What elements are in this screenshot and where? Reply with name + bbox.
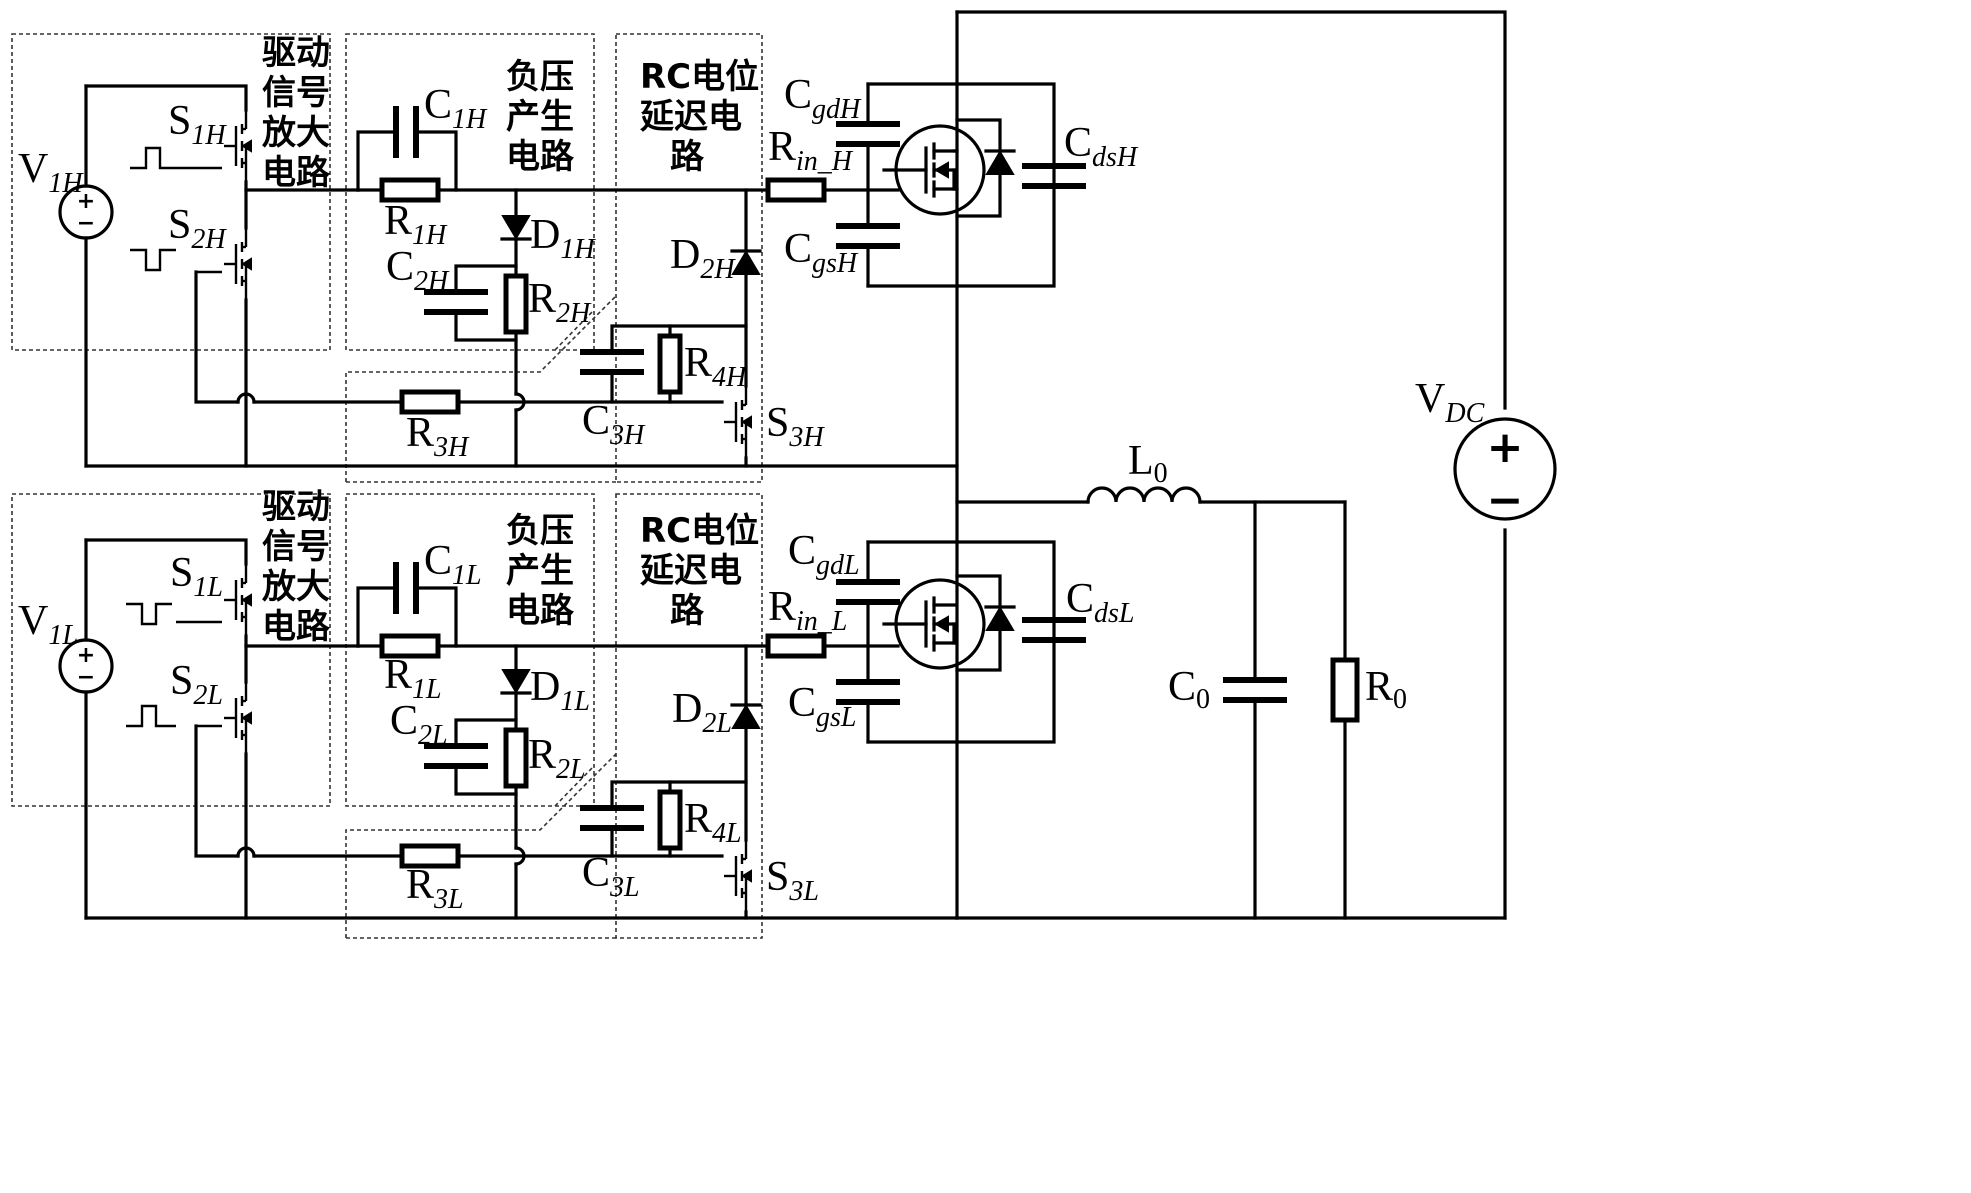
rin-h-label: Rin_H (768, 124, 854, 177)
c0-label: C0 (1168, 664, 1210, 715)
r0-label: R0 (1365, 664, 1407, 715)
main-mosfet-low (882, 578, 986, 670)
c2h-label: C2H (386, 244, 450, 297)
driver-amp-title-1: 驱动 (262, 33, 330, 73)
d2l-label: D2L (672, 686, 732, 739)
r3l-label: R3L (406, 862, 464, 915)
inductor-l0 (1086, 486, 1202, 504)
main-mosfet-high (882, 124, 986, 216)
r2h-label: R2H (528, 276, 592, 329)
rc-delay-title-2: 延迟电 (640, 97, 742, 137)
s3h-label: S3H (766, 400, 825, 453)
s1l-label: S1L (170, 550, 223, 603)
cgsl-label: CgsL (788, 680, 856, 733)
c3l-label: C3L (582, 850, 640, 903)
vdc-label: VDC (1415, 376, 1485, 429)
neg-voltage-title-2: 产生 (506, 97, 574, 137)
rc-delay-box (615, 33, 763, 483)
l0-label: L0 (1128, 438, 1168, 489)
rc-delay-title-3: 路 (670, 137, 705, 177)
driver-amp-box (11, 33, 331, 351)
c2l-label: C2L (390, 698, 448, 751)
d2h-label: D2H (670, 232, 736, 285)
svg-text:−: − (1487, 475, 1524, 526)
v1l-label: V1L (18, 598, 78, 651)
s2h-label: S2H (168, 202, 227, 255)
driver-amp-title-low-3: 放大 (262, 567, 330, 607)
c3h-label: C3H (582, 398, 646, 451)
dc-bus: + − VDC L0 C0 R0 (955, 10, 1557, 920)
driver-amp-title-low-1: 驱动 (262, 487, 330, 527)
vdc-source: + − (1453, 417, 1557, 526)
s1h-label: S1H (168, 98, 227, 151)
neg-voltage-box (345, 33, 595, 351)
s2l-label: S2L (170, 658, 223, 711)
rc-delay-title-low-1: RC电位 (640, 511, 759, 551)
rin-l-label: Rin_L (768, 584, 847, 637)
driver-amp-title-3: 放大 (262, 113, 330, 153)
d1l-label: D1L (530, 664, 590, 717)
c1l-label: C1L (424, 538, 482, 591)
resistor-r0 (1330, 657, 1360, 723)
d1h-label: D1H (530, 212, 596, 265)
neg-voltage-title-low-3: 电路 (506, 591, 575, 631)
r2l-label: R2L (528, 732, 586, 785)
driver-amp-title-low-2: 信号 (262, 527, 330, 567)
driver-amp-title-2: 信号 (262, 73, 330, 113)
cdsl-label: CdsL (1066, 576, 1134, 629)
c1h-label: C1H (424, 82, 488, 135)
neg-voltage-title-low-2: 产生 (506, 551, 574, 591)
neg-voltage-title-low-1: 负压 (506, 511, 574, 551)
neg-voltage-title-1: 负压 (506, 57, 574, 97)
svg-text:+: + (1487, 422, 1524, 473)
neg-voltage-title-3: 电路 (506, 137, 575, 177)
rc-delay-box-low (615, 493, 763, 939)
driver-amp-title-low-4: 电路 (262, 607, 331, 647)
high-side-channel: 驱动 信号 放大 电路 负压 产生 电路 RC电位 延迟电 路 V1H S1H (11, 33, 1139, 483)
cgdh-label: CgdH (784, 72, 862, 125)
driver-amp-title-4: 电路 (262, 153, 331, 193)
v1h-label: V1H (18, 146, 84, 199)
cgsh-label: CgsH (784, 226, 859, 279)
r1l-label: R1L (384, 652, 442, 705)
rc-delay-title-low-2: 延迟电 (640, 551, 742, 591)
low-side-channel: 驱动 信号 放大 电路 负压 产生 电路 RC电位 延迟电 路 V1L S1L … (11, 487, 1134, 939)
rc-delay-title-1: RC电位 (640, 57, 759, 97)
r3h-label: R3H (406, 410, 470, 463)
cgdl-label: CgdL (788, 528, 860, 581)
r4h-label: R4H (684, 340, 748, 393)
s3l-label: S3L (766, 854, 819, 907)
r1h-label: R1H (384, 198, 448, 251)
rc-delay-title-low-3: 路 (670, 591, 705, 631)
cdsh-label: CdsH (1064, 120, 1139, 173)
r4l-label: R4L (684, 796, 742, 849)
